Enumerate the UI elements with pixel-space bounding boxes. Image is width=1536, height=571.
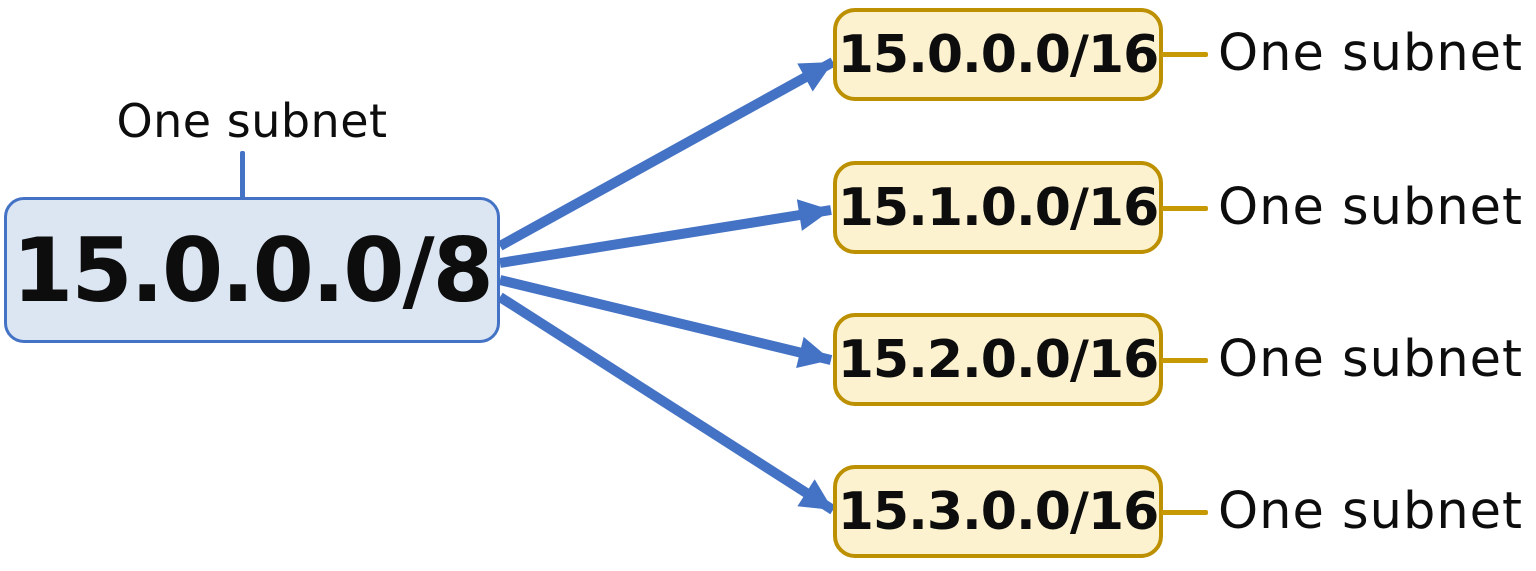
subnet-box-2: 15.1.0.0/16: [833, 161, 1163, 254]
subnet-label-1: 15.0.0.0/16: [837, 24, 1160, 85]
source-annotation-connector: [240, 151, 245, 199]
subnet-annotation-connector-4: [1161, 510, 1208, 515]
source-subnet-box: 15.0.0.0/8: [4, 197, 500, 343]
subnet-box-4: 15.3.0.0/16: [833, 465, 1163, 558]
subnet-annotation-label-1: One subnet: [1218, 24, 1524, 83]
arrow-source-to-subnet-1-icon: [497, 57, 836, 251]
subnet-annotation-label-4: One subnet: [1218, 482, 1524, 541]
subnet-label-2: 15.1.0.0/16: [837, 177, 1160, 238]
subnet-annotation-connector-2: [1161, 206, 1208, 211]
source-annotation-label: One subnet: [116, 94, 388, 148]
subnet-annotation-label-3: One subnet: [1218, 330, 1524, 389]
subnet-box-3: 15.2.0.0/16: [833, 313, 1163, 406]
arrow-source-to-subnet-3-icon: [498, 275, 833, 369]
arrow-source-to-subnet-4-icon: [497, 292, 836, 515]
subnet-label-4: 15.3.0.0/16: [837, 481, 1160, 542]
subnet-annotation-connector-3: [1161, 358, 1208, 363]
subnet-annotation-label-2: One subnet: [1218, 178, 1524, 237]
subnet-label-3: 15.2.0.0/16: [837, 329, 1160, 390]
subnet-annotation-connector-1: [1161, 52, 1208, 57]
source-subnet-label: 15.0.0.0/8: [12, 218, 494, 322]
subnet-box-1: 15.0.0.0/16: [833, 8, 1163, 101]
arrow-source-to-subnet-2-icon: [499, 199, 832, 268]
